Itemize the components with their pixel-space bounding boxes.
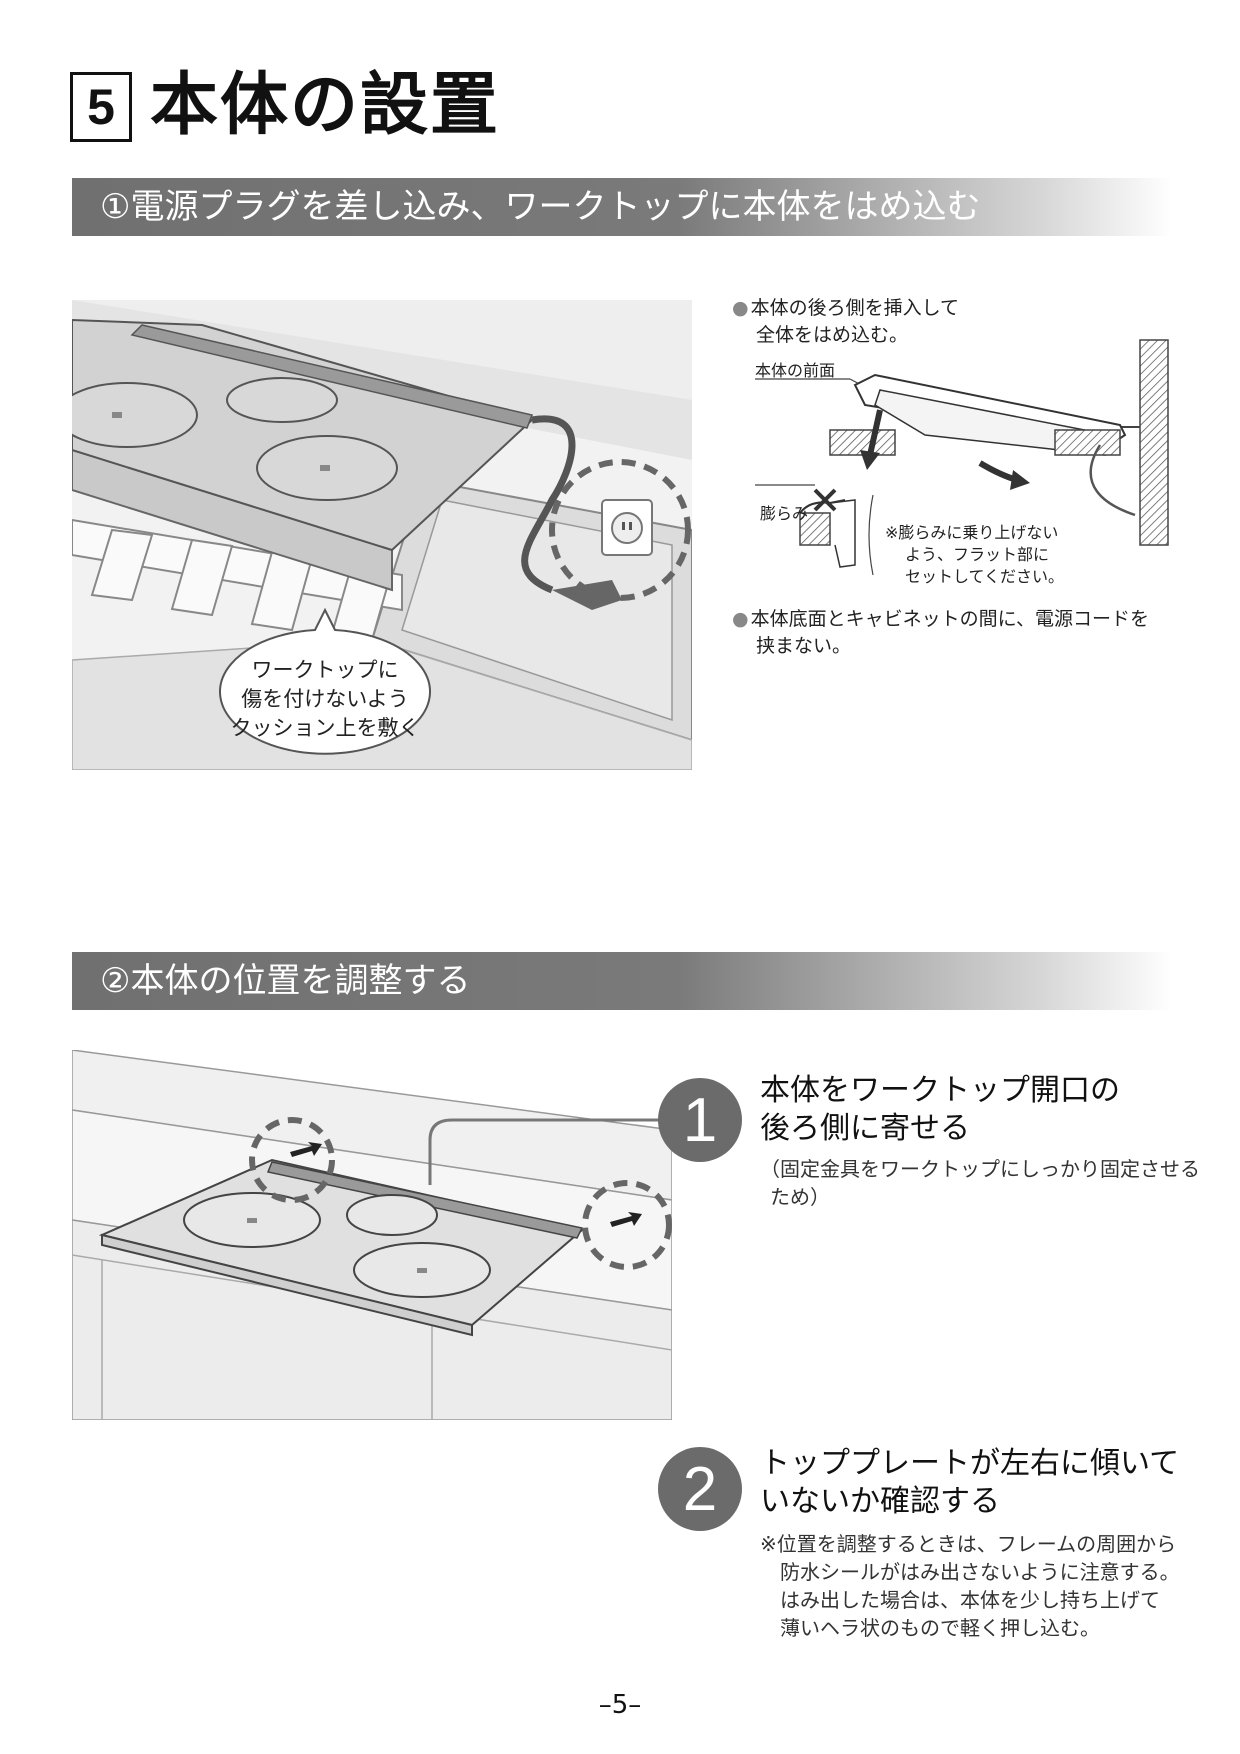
balloon-line: 傷を付けないよう <box>241 687 409 711</box>
balloon-shape <box>219 607 431 755</box>
bullet-icon: ● <box>732 297 749 319</box>
label-bulge: 膨らみ <box>760 504 809 523</box>
step-number-badge: 1 <box>658 1078 742 1162</box>
balloon-line: ワークトップに <box>251 658 399 682</box>
section1-heading: ①電源プラグを差し込み、ワークトップに本体をはめ込む <box>72 178 1172 236</box>
label-front-side: 本体の前面 <box>755 361 836 380</box>
cooktop-position-illustration <box>72 1050 672 1420</box>
cross-section-diagram <box>755 339 1169 576</box>
page-number: –5– <box>598 1690 642 1720</box>
balloon-line: クッション上を敷く <box>230 716 420 740</box>
note-cord-caution: ●本体底面とキャビネットの間に、電源コードを 挟まない。 <box>732 608 1150 657</box>
note-insert-back: ●本体の後ろ側を挿入して 全体をはめ込む。 <box>732 297 960 346</box>
step2-subtext: ※位置を調整するときは、フレームの周囲から 防水シールがはみ出さないように注意す… <box>760 1532 1180 1640</box>
step2-title: トッププレートが左右に傾いて いないか確認する <box>760 1446 1180 1519</box>
section2-heading: ②本体の位置を調整する <box>72 952 1172 1010</box>
diagram-note: ※膨らみに乗り上げない よう、フラット部に セットしてください。 <box>885 523 1065 586</box>
step1-subtext: （固定金具をワークトップにしっかり固定させる ため） <box>760 1157 1200 1209</box>
page-title: 本体の設置 <box>150 66 501 145</box>
balloon-callout: ワークトップに 傷を付けないよう クッション上を敷く <box>215 656 435 743</box>
bullet-icon: ● <box>732 608 749 630</box>
step1-title: 本体をワークトップ開口の 後ろ側に寄せる <box>760 1073 1120 1146</box>
step-number-badge: 2 <box>658 1447 742 1531</box>
section-number-box: 5 <box>70 72 132 142</box>
